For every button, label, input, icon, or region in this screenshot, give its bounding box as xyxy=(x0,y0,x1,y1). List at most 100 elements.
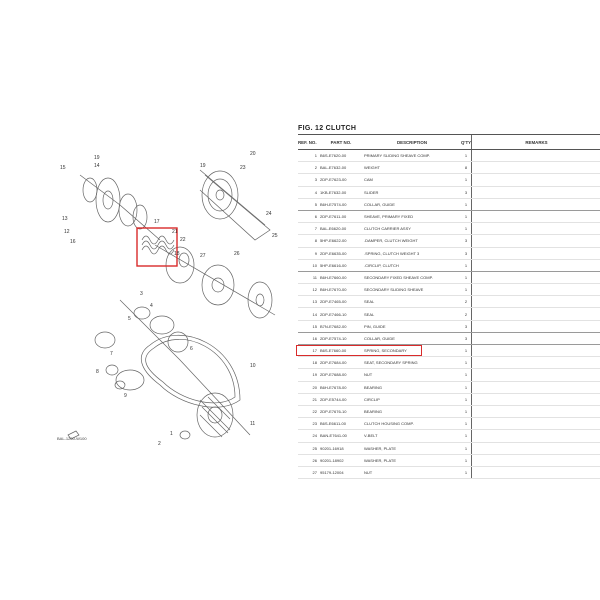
qty-cell: 1 xyxy=(461,393,472,406)
callout-label: 8 xyxy=(96,369,99,375)
callout-label: 10 xyxy=(250,363,256,369)
part-no-cell: 2DP-E5744-00 xyxy=(319,393,363,406)
ref-no-cell: 21 xyxy=(298,393,319,406)
column-divider xyxy=(471,393,473,406)
diagram-part-v-belt xyxy=(140,335,241,408)
callout-label: 24 xyxy=(266,211,272,217)
ref-no-cell: 3 xyxy=(298,173,319,187)
qty-cell: 1 xyxy=(461,173,472,187)
description-cell: COLLAR, GUIDE xyxy=(363,198,461,211)
description-cell: .CIRCLIP, CLUTCH xyxy=(363,259,461,272)
description-cell: BEARING xyxy=(363,381,461,394)
column-divider xyxy=(471,320,473,333)
remarks-cell xyxy=(473,234,600,248)
column-divider xyxy=(471,210,473,224)
diagram-part-seal xyxy=(118,193,138,227)
part-no-cell: 2DP-E7676-10 xyxy=(319,405,363,419)
callout-label: 22 xyxy=(180,237,186,243)
description-cell: PIN, GUIDE xyxy=(363,320,461,333)
description-cell: SEAL xyxy=(363,307,461,321)
diagram-part-primary-fixed-sheave xyxy=(196,392,234,438)
remarks-cell xyxy=(473,247,600,260)
part-no-cell: B6H-E7670-00 xyxy=(319,283,363,297)
qty-cell: 8 xyxy=(461,161,472,175)
part-no-cell: 2DP-E7611-00 xyxy=(319,210,363,224)
ref-no-cell: 9 xyxy=(298,247,319,260)
callout-label: 18 xyxy=(174,251,180,257)
diagram-part-clutch-housing xyxy=(201,170,239,220)
column-divider xyxy=(471,332,473,346)
callout-label: 11 xyxy=(250,421,255,427)
part-no-cell: 2DP-E7623-00 xyxy=(319,173,363,187)
part-no-cell: 2DP-E7574-10 xyxy=(319,332,363,346)
parts-table: REF. NO. PART NO. DESCRIPTION Q'TY REMAR… xyxy=(298,134,600,480)
ref-no-cell: 2 xyxy=(298,161,319,175)
column-divider xyxy=(471,417,473,431)
description-cell: SECONDARY SLIDING SHEAVE xyxy=(363,283,461,297)
remarks-cell xyxy=(473,405,600,419)
qty-cell: 1 xyxy=(461,405,472,419)
part-no-cell: B6S-E6611-00 xyxy=(319,417,363,431)
qty-cell: 1 xyxy=(461,466,472,480)
qty-cell: 1 xyxy=(461,283,472,297)
ref-no-cell: 7 xyxy=(298,222,319,236)
qty-cell: 1 xyxy=(461,381,472,394)
part-no-cell: 2DP-E7466-10 xyxy=(319,307,363,321)
description-cell: SECONDARY FIXED SHEAVE COMP. xyxy=(363,271,461,285)
part-no-cell: 95179-12004 xyxy=(319,466,363,480)
remarks-cell xyxy=(473,320,600,333)
remarks-cell xyxy=(473,307,600,321)
ref-no-cell: 5 xyxy=(298,198,319,211)
part-no-cell: 90201-18902 xyxy=(319,454,363,467)
qty-cell: 1 xyxy=(461,442,472,455)
part-no-cell: 2DP-E6635-00 xyxy=(319,247,363,260)
header-description: DESCRIPTION xyxy=(363,134,461,150)
remarks-cell xyxy=(473,454,600,467)
qty-cell: 1 xyxy=(461,210,472,224)
ref-no-cell: 11 xyxy=(298,271,319,285)
description-cell: V-BELT xyxy=(363,429,461,443)
callout-label: 21 xyxy=(172,229,178,235)
part-no-cell: 2DP-E7465-00 xyxy=(319,295,363,309)
column-divider xyxy=(471,222,473,236)
callout-label: 13 xyxy=(62,216,68,222)
ref-no-cell: 10 xyxy=(298,259,319,272)
ref-no-cell: 4 xyxy=(298,186,319,199)
column-divider xyxy=(471,283,473,297)
callout-label: 27 xyxy=(200,253,206,259)
qty-cell: 1 xyxy=(461,429,472,443)
header-remarks: REMARKS xyxy=(473,134,600,150)
description-cell: WASHER, PLATE xyxy=(363,454,461,467)
qty-cell: 2 xyxy=(461,307,472,321)
part-no-cell: B6H-E7660-00 xyxy=(319,271,363,285)
description-cell: .DAMPER, CLUTCH WEIGHT xyxy=(363,234,461,248)
ref-no-cell: 18 xyxy=(298,356,319,370)
remarks-cell xyxy=(473,186,600,199)
remarks-cell xyxy=(473,161,600,175)
description-cell: COLLAR, GUIDE xyxy=(363,332,461,346)
ref-no-cell: 24 xyxy=(298,429,319,443)
column-divider xyxy=(471,173,473,187)
description-cell: CAM xyxy=(363,173,461,187)
column-divider xyxy=(471,234,473,248)
remarks-cell xyxy=(473,259,600,272)
ref-no-cell: 23 xyxy=(298,417,319,431)
callout-label: 9 xyxy=(124,393,127,399)
description-cell: CIRCLIP xyxy=(363,393,461,406)
part-no-cell: BAL-E7632-00 xyxy=(319,161,363,175)
